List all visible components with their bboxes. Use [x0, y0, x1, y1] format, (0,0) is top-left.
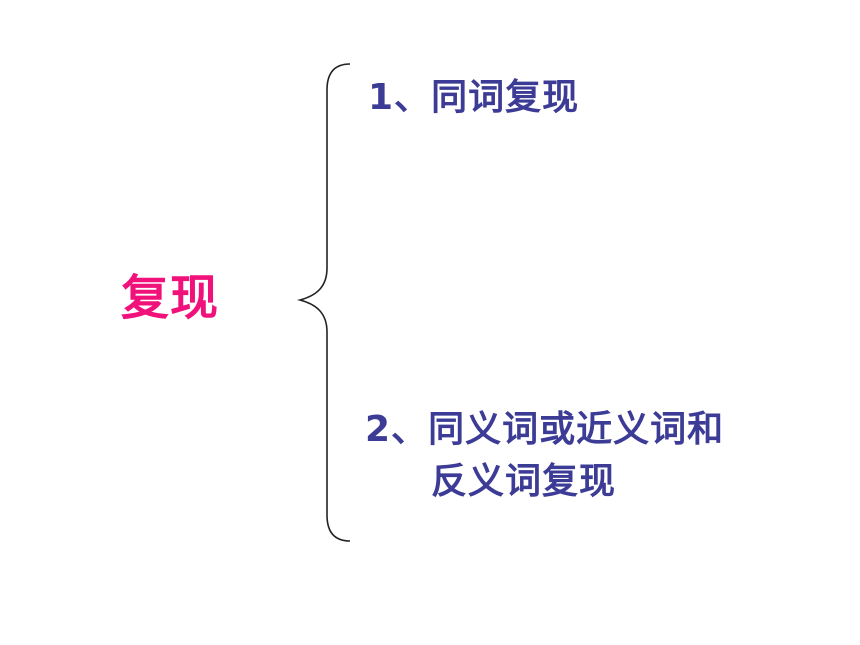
item-text: 同义词或近义词和 — [428, 409, 725, 450]
curly-brace — [296, 63, 351, 542]
item-line-2: 反义词复现 — [431, 461, 617, 502]
root-label: 复现 — [121, 270, 220, 326]
item-number: 2、 — [365, 409, 429, 450]
item-number: 1、 — [368, 77, 432, 118]
item-line-1: 2、同义词或近义词和 — [365, 404, 724, 456]
item-text: 同词复现 — [431, 77, 580, 118]
item-same-word-repetition: 1、同词复现 — [368, 72, 579, 124]
item-synonym-antonym-repetition: 2、同义词或近义词和 反义词复现 — [365, 404, 724, 508]
